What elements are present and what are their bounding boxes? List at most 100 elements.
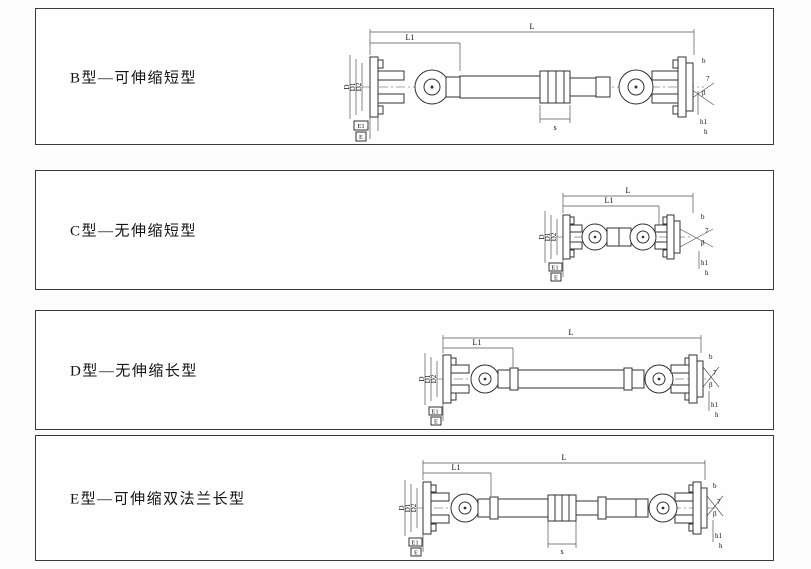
- e1-box: [408, 537, 423, 547]
- dim-label-d2: D2: [430, 374, 438, 383]
- panel-b-title: B型—可伸缩短型: [70, 70, 198, 86]
- dim-label-h1: h1: [700, 118, 708, 126]
- left-universal-joint: [450, 364, 511, 394]
- right-flange: [662, 214, 681, 260]
- e-box: [355, 131, 367, 142]
- shaft-assembly: [562, 214, 681, 260]
- e1-box: [548, 262, 563, 272]
- dim-label-s: s: [553, 123, 556, 132]
- panel-e-type: E型—可伸缩双法兰长型: [35, 435, 774, 561]
- dim-label-l1: L1: [406, 33, 415, 42]
- dim-label-d1: D1: [424, 374, 432, 383]
- dim-label-b: b: [713, 482, 717, 490]
- dim-label-angle-value: 7: [713, 369, 717, 377]
- dim-label-beta: β: [702, 89, 706, 97]
- dim-label-l1: L1: [605, 196, 614, 205]
- dim-label-beta: β: [701, 239, 705, 247]
- dim-label-e1: E1: [357, 123, 364, 130]
- dim-label-e: E: [414, 550, 418, 557]
- dim-label-e: E: [554, 275, 558, 282]
- dim-label-angle-value: 7: [717, 498, 721, 506]
- dim-label-d: D: [538, 234, 546, 239]
- e-box: [410, 547, 422, 557]
- spline-sleeve: [539, 70, 597, 104]
- shaft-tube: [489, 496, 549, 520]
- shaft-tube: [509, 367, 633, 391]
- shaft-tube-2: [597, 496, 637, 520]
- dim-label-d1: D1: [544, 232, 552, 241]
- dim-label-e1: E1: [551, 265, 558, 272]
- panel-e-title: E型—可伸缩双法兰长型: [70, 491, 246, 508]
- dim-label-angle-value: 7: [705, 227, 709, 235]
- dim-label-beta: β: [713, 510, 717, 518]
- left-flange: [562, 214, 575, 260]
- e1-box: [353, 120, 369, 131]
- c-type-drawing: L1 L D D1 D2 E1 E b 7 β h1 h: [538, 186, 714, 282]
- center-coupling: [606, 227, 632, 247]
- d-type-drawing: L1 L D D1 D2 E1 E b 7 β h1 h: [418, 328, 720, 426]
- shaft-assembly: [442, 354, 704, 404]
- dim-label-e: E: [359, 134, 363, 141]
- dim-label-d: D: [398, 505, 406, 510]
- dim-label-h: h: [719, 542, 723, 550]
- panel-d-type: D型—无伸缩长型: [35, 310, 774, 430]
- panel-c-type: C型—无伸缩短型: [35, 170, 774, 290]
- dim-label-h: h: [704, 128, 708, 136]
- left-universal-joint: [430, 492, 491, 524]
- right-flange: [672, 56, 694, 118]
- right-flange: [688, 481, 708, 535]
- panel-d-title: D型—无伸缩长型: [70, 363, 198, 380]
- shaft-assembly: [369, 56, 694, 118]
- dim-label-l: L: [569, 328, 574, 337]
- dim-label-b: b: [702, 57, 706, 65]
- dim-label-d1: D1: [349, 82, 357, 91]
- dim-label-h: h: [705, 269, 709, 277]
- dim-label-b: b: [709, 353, 713, 361]
- dim-label-d1: D1: [404, 503, 412, 512]
- e-type-drawing: L1 L D D1 D2 E1 E s b 7 β h1 h: [398, 453, 724, 557]
- dim-label-angle-value: 7: [706, 75, 710, 83]
- right-universal-joint: [635, 492, 694, 524]
- shaft-tube: [459, 75, 541, 99]
- right-universal-joint: [595, 69, 679, 105]
- dimension-lines: [424, 335, 720, 421]
- dim-label-l: L: [626, 186, 631, 195]
- dim-label-d: D: [343, 84, 351, 89]
- e1-box: [428, 406, 443, 416]
- left-flange: [369, 56, 384, 118]
- dim-label-l: L: [530, 22, 535, 31]
- dim-label-s: s: [560, 547, 563, 556]
- right-flange: [684, 354, 704, 404]
- dim-label-b: b: [701, 213, 705, 221]
- dim-label-e: E: [434, 419, 438, 426]
- e-box: [550, 272, 562, 282]
- dim-label-beta: β: [709, 381, 713, 389]
- dimension-lines: [404, 460, 724, 552]
- dimension-lines: [544, 193, 714, 277]
- left-universal-joint: [569, 223, 609, 251]
- dim-label-e1: E1: [431, 409, 438, 416]
- dim-label-l1: L1: [473, 338, 482, 347]
- left-flange: [442, 354, 457, 404]
- shaft-assembly: [422, 481, 708, 535]
- panel-b-type: B型—可伸缩短型: [35, 8, 774, 145]
- dim-label-e1: E1: [411, 540, 418, 547]
- dim-label-d2: D2: [550, 232, 558, 241]
- dim-label-h1: h1: [701, 259, 709, 267]
- dim-label-h1: h1: [715, 532, 723, 540]
- left-flange: [422, 481, 437, 535]
- dim-label-l: L: [562, 453, 567, 462]
- dim-label-h: h: [715, 411, 719, 419]
- e-box: [430, 416, 442, 426]
- left-universal-joint: [377, 69, 461, 105]
- b-type-drawing: L1 L D D1 D2 E1 E s b 7 β h1 h: [343, 22, 715, 142]
- dim-label-l1: L1: [452, 463, 461, 472]
- dim-label-d: D: [418, 376, 426, 381]
- dimension-lines: [349, 29, 715, 139]
- dim-label-d2: D2: [355, 82, 363, 91]
- dim-label-d2: D2: [410, 503, 418, 512]
- right-universal-joint: [629, 223, 668, 251]
- spline-sleeve: [547, 494, 599, 522]
- panel-c-title: C型—无伸缩短型: [70, 223, 198, 240]
